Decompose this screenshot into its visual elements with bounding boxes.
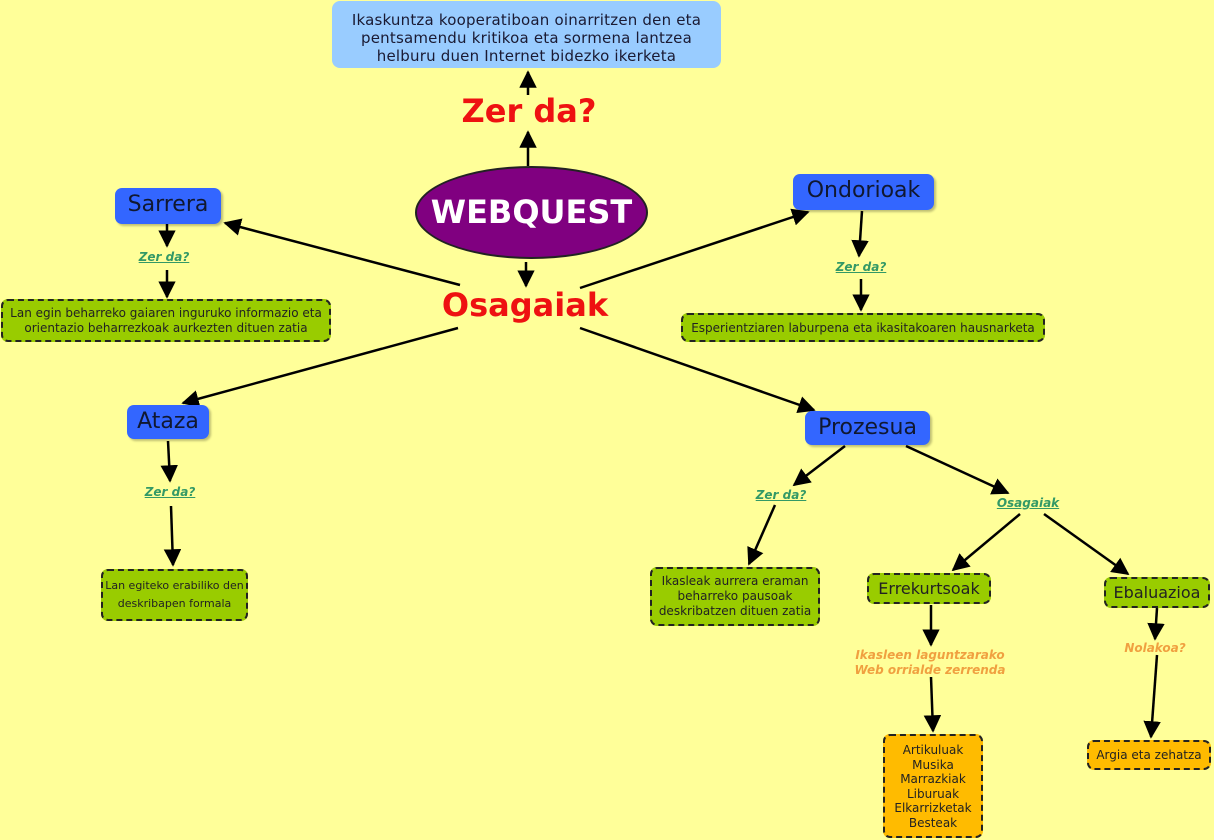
errekurtsoak-node: Errekurtsoak — [867, 573, 991, 604]
sarrera-description-text: Lan egin beharreko gaiaren inguruko info… — [10, 305, 322, 335]
ondorioak-description: Esperientziaren laburpena eta ikasitakoa… — [681, 313, 1045, 342]
ebaluazioa-label: Nolakoa? — [1124, 641, 1186, 655]
prozesua-description: Ikasleak aurrera eraman beharreko pausoa… — [650, 567, 820, 626]
resource-item-artikuluak: Artikuluak — [902, 743, 964, 757]
prozesua-zer-da-link[interactable]: Zer da? — [755, 488, 807, 502]
definition-box: Ikaskuntza kooperatiboan oinarritzen den… — [332, 1, 721, 68]
definition-text: Ikaskuntza kooperatiboan oinarritzen den… — [351, 10, 702, 65]
resource-item-musika: Musika — [912, 757, 954, 772]
prozesua-description-text: Ikasleak aurrera eraman beharreko pausoa… — [658, 574, 812, 618]
ataza-description-text: Lan egiteko erabiliko den deskribapen fo… — [105, 579, 244, 610]
resource-item-besteak: Besteak — [908, 815, 958, 830]
resource-item-marrazkiak: Marrazkiak — [900, 772, 966, 786]
ataza-node: Ataza — [127, 405, 209, 439]
ataza-zer-da-link[interactable]: Zer da? — [144, 485, 196, 499]
sarrera-description: Lan egin beharreko gaiaren inguruko info… — [1, 299, 331, 342]
ataza-description: Lan egiteko erabiliko den deskribapen fo… — [101, 569, 248, 621]
ondorioak-zer-da-link[interactable]: Zer da? — [835, 260, 887, 274]
sarrera-node: Sarrera — [115, 188, 221, 224]
resource-item-elkarrizketak: Elkarrizketak — [894, 801, 972, 815]
webquest-center-node: WEBQUEST — [415, 166, 648, 259]
ebaluazioa-description: Argia eta zehatza — [1087, 740, 1211, 770]
prozesua-node: Prozesua — [805, 411, 930, 445]
resource-item-liburuak: Liburuak — [906, 786, 960, 801]
ebaluazioa-description-text: Argia eta zehatza — [1096, 748, 1202, 762]
ondorioak-description-text: Esperientziaren laburpena eta ikasitakoa… — [691, 320, 1035, 335]
zer-da-heading: Zer da? — [461, 92, 597, 130]
ebaluazioa-node: Ebaluazioa — [1104, 577, 1210, 608]
errekurtsoak-list: Artikuluak Musika Marrazkiak Liburuak El… — [883, 734, 983, 838]
errekurtsoak-label: Ikasleen laguntzarako Web orrialde zerre… — [854, 648, 1006, 677]
osagaiak-heading: Osagaiak — [441, 286, 609, 324]
sarrera-zer-da-link[interactable]: Zer da? — [138, 250, 190, 264]
prozesua-osagaiak-link[interactable]: Osagaiak — [996, 496, 1060, 510]
ondorioak-node: Ondorioak — [793, 174, 934, 210]
